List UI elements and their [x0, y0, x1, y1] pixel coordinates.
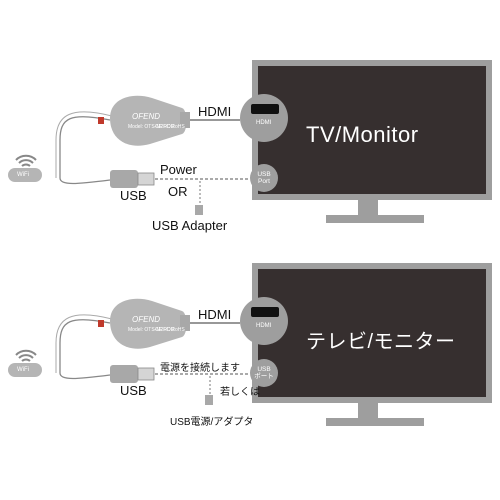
usb-port-line1: USB — [257, 171, 271, 178]
usb-port-line2: Port — [258, 178, 270, 185]
red-plug — [98, 320, 104, 327]
wifi-badge — [8, 349, 42, 377]
usb-plug-tip — [137, 172, 155, 186]
diagram-english-graphics — [8, 60, 492, 223]
hdmi-port-socket — [251, 307, 279, 317]
dongle-model: Model: OTS-M2ROD — [128, 124, 175, 130]
hdmi-port-label: HDMI — [256, 323, 272, 329]
usb-port-label: USB Port — [253, 171, 275, 185]
dongle — [110, 298, 190, 349]
screen-title: TV/Monitor — [306, 122, 419, 147]
hdmi-port-label: HDMI — [256, 120, 272, 126]
wifi-badge — [8, 154, 42, 182]
hdmi-label: HDMI — [198, 307, 232, 322]
dongle-brand: OFEND — [132, 112, 160, 121]
hdmi-port-circle — [240, 94, 288, 142]
wifi-label: WiFi — [17, 172, 29, 178]
usb-port-line1: USB — [257, 366, 271, 373]
dongle-model: Model: OTS-M2ROD — [128, 327, 175, 333]
tv-screen — [258, 66, 486, 194]
hdmi-label: HDMI — [198, 104, 232, 119]
usb-plug-body — [110, 170, 138, 188]
power-label: Power — [160, 162, 197, 177]
tv-base — [326, 215, 424, 223]
tv-neck — [358, 403, 378, 419]
power-label: 電源を接続します — [160, 363, 240, 374]
screen-title: テレビ/モニター — [306, 331, 456, 353]
wifi-antenna-cable-2 — [55, 111, 113, 178]
dongle-certs: CE FC RoHS — [155, 327, 185, 333]
usb-plug-tip — [137, 367, 155, 381]
usb-port-circle — [250, 359, 278, 387]
wifi-antenna-cable-2 — [55, 314, 113, 373]
tv-monitor — [252, 60, 492, 223]
adapter-label: USB電源/アダプタ — [170, 417, 254, 428]
adapter-plug — [195, 205, 203, 215]
diagram-english: TV/Monitor HDMI HDMI USB Port Power OR U… — [0, 0, 500, 235]
or-label: OR — [168, 184, 188, 199]
usb-plug-body — [110, 365, 138, 383]
usb-port-label: USB ポート — [253, 366, 275, 380]
dongle-brand: OFEND — [132, 315, 160, 324]
wifi-antenna-cable — [59, 319, 111, 380]
tv-screen — [258, 269, 486, 397]
dongle-certs: CE FC RoHS — [155, 124, 185, 130]
tv-monitor — [252, 263, 492, 426]
diagram-japanese-graphics — [8, 263, 492, 426]
adapter-plug — [205, 395, 213, 405]
diagram-japanese: テレビ/モニター HDMI HDMI USB ポート 電源を接続します 若しくは… — [0, 245, 500, 480]
usb-port-line2: ポート — [254, 373, 274, 380]
red-plug — [98, 117, 104, 124]
usb-port-circle — [250, 164, 278, 192]
adapter-label: USB Adapter — [152, 218, 228, 233]
hdmi-port-circle — [240, 297, 288, 345]
tv-neck — [358, 200, 378, 216]
wifi-label: WiFi — [17, 367, 29, 373]
tv-base — [326, 418, 424, 426]
usb-label: USB — [120, 383, 147, 398]
dongle — [110, 95, 190, 146]
wifi-antenna-cable — [59, 116, 111, 185]
hdmi-port-socket — [251, 104, 279, 114]
or-label: 若しくは — [220, 387, 260, 398]
usb-label: USB — [120, 188, 147, 203]
